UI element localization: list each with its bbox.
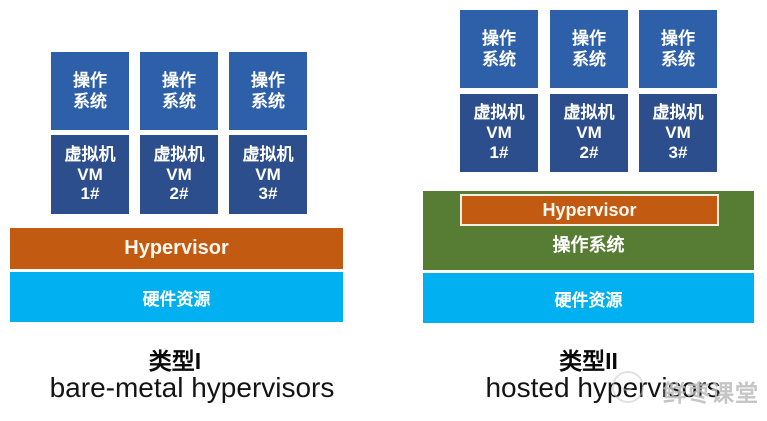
right-vm-box-2: 虚拟机 VM 2#: [550, 94, 628, 172]
left-vm-box-1: 虚拟机 VM 1#: [51, 135, 129, 214]
os-box-label-line1: 操作: [482, 28, 516, 48]
left-subtitle: bare-metal hypervisors: [49, 372, 335, 403]
right-subtitle: hosted hypervisors: [485, 372, 721, 403]
left-type-title: 类型I: [148, 348, 202, 374]
watermark-text: 鲜枣课堂: [663, 380, 759, 406]
vm-box-label-line3: 3#: [668, 142, 688, 162]
os-box-label-line2: 系统: [251, 92, 285, 111]
os-box-label-line1: 操作: [661, 28, 695, 48]
watermark-logo-icon: [612, 371, 644, 403]
left-hypervisor-bar: Hypervisor: [10, 228, 343, 269]
right-type-title: 类型II: [559, 348, 618, 374]
right-os-box-1: 操作 系统: [460, 10, 538, 88]
vm-box-label-line3: 1#: [80, 184, 100, 204]
vm-box-label-line1: 虚拟机: [242, 144, 294, 164]
left-vm-box-3: 虚拟机 VM 3#: [229, 135, 307, 214]
os-box-label-line2: 系统: [73, 92, 107, 111]
vm-box-label-line2: VM: [576, 123, 602, 143]
hypervisor-label: Hypervisor: [124, 237, 229, 259]
vm-box-label-line3: 2#: [579, 142, 599, 162]
right-os-box-3: 操作 系统: [639, 10, 717, 88]
hardware-label: 硬件资源: [554, 290, 623, 310]
os-box-label-line1: 操作: [162, 70, 196, 90]
vm-box-label-line1: 虚拟机: [652, 103, 704, 123]
right-hardware-bar: 硬件资源: [423, 273, 754, 323]
hardware-label: 硬件资源: [142, 289, 211, 309]
os-box-label-line1: 操作: [572, 28, 606, 48]
os-box-label-line2: 系统: [661, 50, 695, 69]
vm-box-label-line1: 虚拟机: [563, 103, 615, 123]
right-vm-box-3: 虚拟机 VM 3#: [639, 94, 717, 172]
vm-box-label-line2: VM: [77, 164, 103, 184]
os-box-label-line2: 系统: [482, 50, 516, 69]
vm-box-label-line2: VM: [166, 164, 192, 184]
os-box-label-line2: 系统: [162, 92, 196, 111]
left-os-box-3: 操作 系统: [229, 52, 307, 130]
vm-box-label-line2: VM: [665, 123, 691, 143]
right-host-os-label: 操作系统: [552, 235, 625, 255]
left-hardware-bar: 硬件资源: [10, 272, 343, 322]
left-os-box-2: 操作 系统: [140, 52, 218, 130]
right-hypervisor-box: Hypervisor: [460, 194, 719, 226]
vm-box-label-line2: VM: [255, 164, 281, 184]
right-vm-box-1: 虚拟机 VM 1#: [460, 94, 538, 172]
os-box-label-line1: 操作: [73, 70, 107, 90]
vm-box-label-line3: 2#: [169, 184, 189, 204]
vm-box-label-line1: 虚拟机: [64, 144, 116, 164]
hypervisor-label: Hypervisor: [542, 199, 637, 220]
vm-box-label-line1: 虚拟机: [153, 144, 205, 164]
os-box-label-line2: 系统: [572, 50, 606, 69]
left-os-box-1: 操作 系统: [51, 52, 129, 130]
left-vm-box-2: 虚拟机 VM 2#: [140, 135, 218, 214]
vm-box-label-line3: 3#: [258, 184, 278, 204]
right-os-box-2: 操作 系统: [550, 10, 628, 88]
vm-box-label-line1: 虚拟机: [473, 103, 525, 123]
os-box-label-line1: 操作: [251, 70, 285, 90]
vm-box-label-line2: VM: [486, 123, 512, 143]
vm-box-label-line3: 1#: [489, 142, 509, 162]
